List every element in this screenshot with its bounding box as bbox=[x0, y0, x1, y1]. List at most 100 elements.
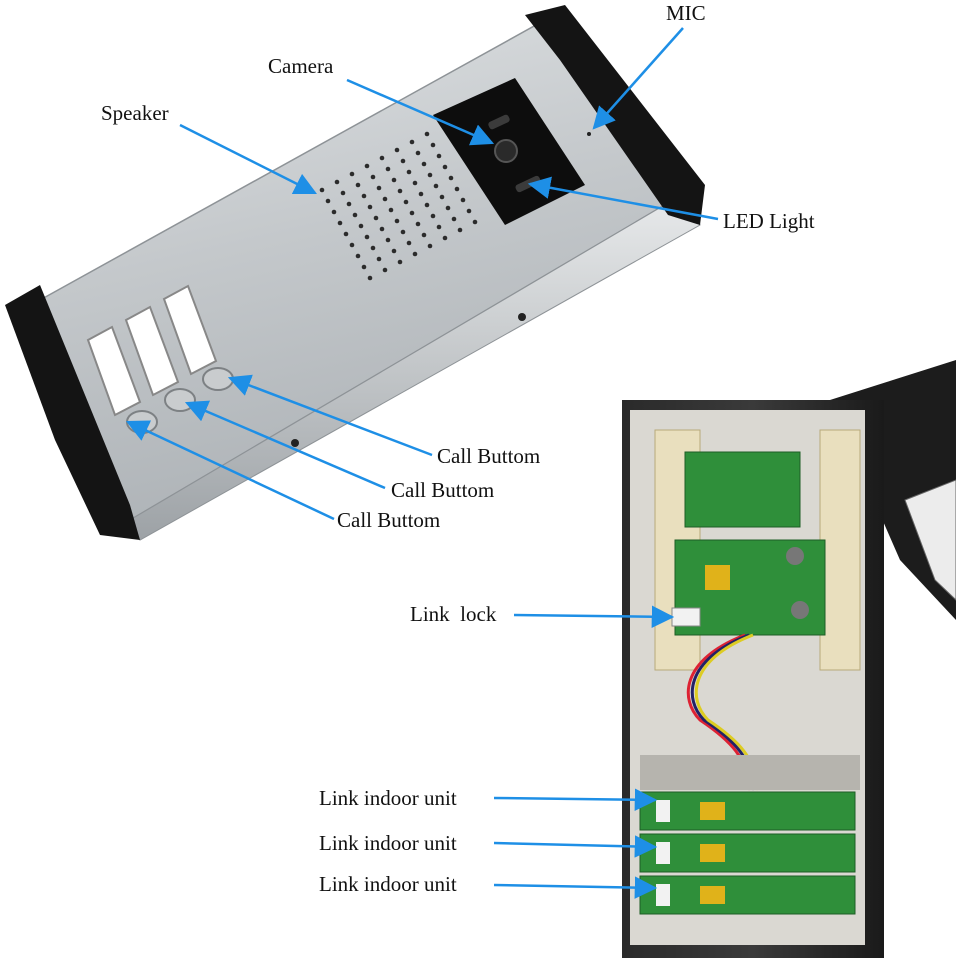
speaker-hole bbox=[391, 177, 397, 183]
speaker-hole bbox=[406, 240, 412, 246]
speaker-hole bbox=[352, 212, 358, 218]
speaker-hole bbox=[355, 253, 361, 259]
speaker-hole bbox=[370, 245, 376, 251]
speaker-hole bbox=[418, 191, 424, 197]
speaker-hole bbox=[442, 235, 448, 241]
indoor-unit-boards bbox=[639, 791, 856, 915]
speaker-hole bbox=[409, 139, 415, 145]
arrow-led-light bbox=[527, 176, 719, 221]
speaker-hole bbox=[340, 190, 346, 196]
speaker-hole bbox=[436, 224, 442, 230]
arrow-speaker bbox=[179, 123, 318, 195]
speaker-hole bbox=[379, 226, 385, 232]
speaker-hole bbox=[364, 234, 370, 240]
speaker-hole bbox=[397, 188, 403, 194]
speaker-hole bbox=[385, 166, 391, 172]
arrow-camera bbox=[346, 78, 495, 146]
speaker-hole bbox=[415, 221, 421, 227]
speaker-hole bbox=[319, 187, 325, 193]
speaker-hole bbox=[331, 209, 337, 215]
speaker-hole bbox=[382, 196, 388, 202]
speaker-hole bbox=[391, 248, 397, 254]
label-speaker: Speaker bbox=[101, 101, 169, 125]
speaker-hole bbox=[373, 215, 379, 221]
speaker-hole bbox=[370, 174, 376, 180]
arrow-link-indoor-unit-2 bbox=[493, 835, 658, 858]
speaker-hole bbox=[406, 169, 412, 175]
speaker-hole bbox=[421, 232, 427, 238]
label-link-indoor-unit-1: Link indoor unit bbox=[319, 786, 457, 810]
speaker-hole bbox=[403, 199, 409, 205]
speaker-hole bbox=[325, 198, 331, 204]
arrow-link-lock bbox=[513, 605, 675, 628]
camera-lens bbox=[494, 139, 518, 163]
speaker-hole bbox=[367, 204, 373, 210]
camera-pcb bbox=[684, 451, 801, 528]
speaker-hole bbox=[451, 216, 457, 222]
speaker-hole bbox=[430, 142, 436, 148]
left-end-cap bbox=[5, 285, 140, 540]
arrow-mic bbox=[592, 27, 684, 130]
speaker-hole bbox=[442, 164, 448, 170]
link-lock-connector bbox=[671, 607, 701, 627]
speaker-hole bbox=[376, 256, 382, 262]
speaker-hole bbox=[412, 180, 418, 186]
label-led-light: LED Light bbox=[723, 209, 815, 233]
speaker-hole bbox=[367, 275, 373, 281]
speaker-hole bbox=[466, 208, 472, 214]
speaker-hole bbox=[400, 229, 406, 235]
speaker-hole bbox=[349, 242, 355, 248]
speaker-hole bbox=[355, 182, 361, 188]
label-link-indoor-unit-3: Link indoor unit bbox=[319, 872, 457, 896]
speaker-hole bbox=[409, 210, 415, 216]
label-call-button-2: Call Buttom bbox=[391, 478, 495, 502]
speaker-hole bbox=[439, 194, 445, 200]
speaker-hole bbox=[349, 171, 355, 177]
speaker-hole bbox=[412, 251, 418, 257]
speaker-hole bbox=[385, 237, 391, 243]
arrow-call-button-2 bbox=[184, 400, 386, 490]
speaker-hole bbox=[424, 202, 430, 208]
speaker-hole bbox=[334, 179, 340, 185]
outdoor-panel bbox=[5, 5, 705, 541]
speaker-hole bbox=[364, 163, 370, 169]
name-plates bbox=[86, 284, 218, 417]
arrow-call-button-1 bbox=[227, 374, 433, 457]
speaker-hole bbox=[460, 197, 466, 203]
label-link-indoor-unit-2: Link indoor unit bbox=[319, 831, 457, 855]
label-call-button-3: Call Buttom bbox=[337, 508, 441, 532]
speaker-hole bbox=[454, 186, 460, 192]
arrow-call-button-3 bbox=[125, 420, 335, 521]
speaker-hole bbox=[427, 243, 433, 249]
label-link-lock: Link lock bbox=[410, 602, 497, 626]
speaker-hole bbox=[361, 193, 367, 199]
speaker-hole bbox=[415, 150, 421, 156]
certificate-sticker bbox=[904, 479, 956, 601]
speaker-hole bbox=[472, 219, 478, 225]
speaker-hole bbox=[346, 201, 352, 207]
speaker-hole bbox=[427, 172, 433, 178]
speaker-hole bbox=[379, 155, 385, 161]
panel-interior bbox=[622, 360, 956, 958]
speaker-hole bbox=[376, 185, 382, 191]
speaker-hole bbox=[421, 161, 427, 167]
speaker-hole bbox=[337, 220, 343, 226]
speaker-hole bbox=[433, 183, 439, 189]
speaker-hole bbox=[361, 264, 367, 270]
mic-hole bbox=[587, 132, 591, 136]
speaker-hole bbox=[424, 131, 430, 137]
speaker-hole bbox=[388, 207, 394, 213]
speaker-hole bbox=[457, 227, 463, 233]
arrow-link-indoor-unit-1 bbox=[493, 788, 658, 811]
callout-arrows bbox=[125, 27, 719, 899]
speaker-hole bbox=[382, 267, 388, 273]
speaker-hole bbox=[436, 153, 442, 159]
speaker-hole bbox=[343, 231, 349, 237]
speaker-hole bbox=[394, 218, 400, 224]
speaker-hole bbox=[445, 205, 451, 211]
speaker-hole bbox=[430, 213, 436, 219]
speaker-hole bbox=[400, 158, 406, 164]
speaker-hole bbox=[394, 147, 400, 153]
